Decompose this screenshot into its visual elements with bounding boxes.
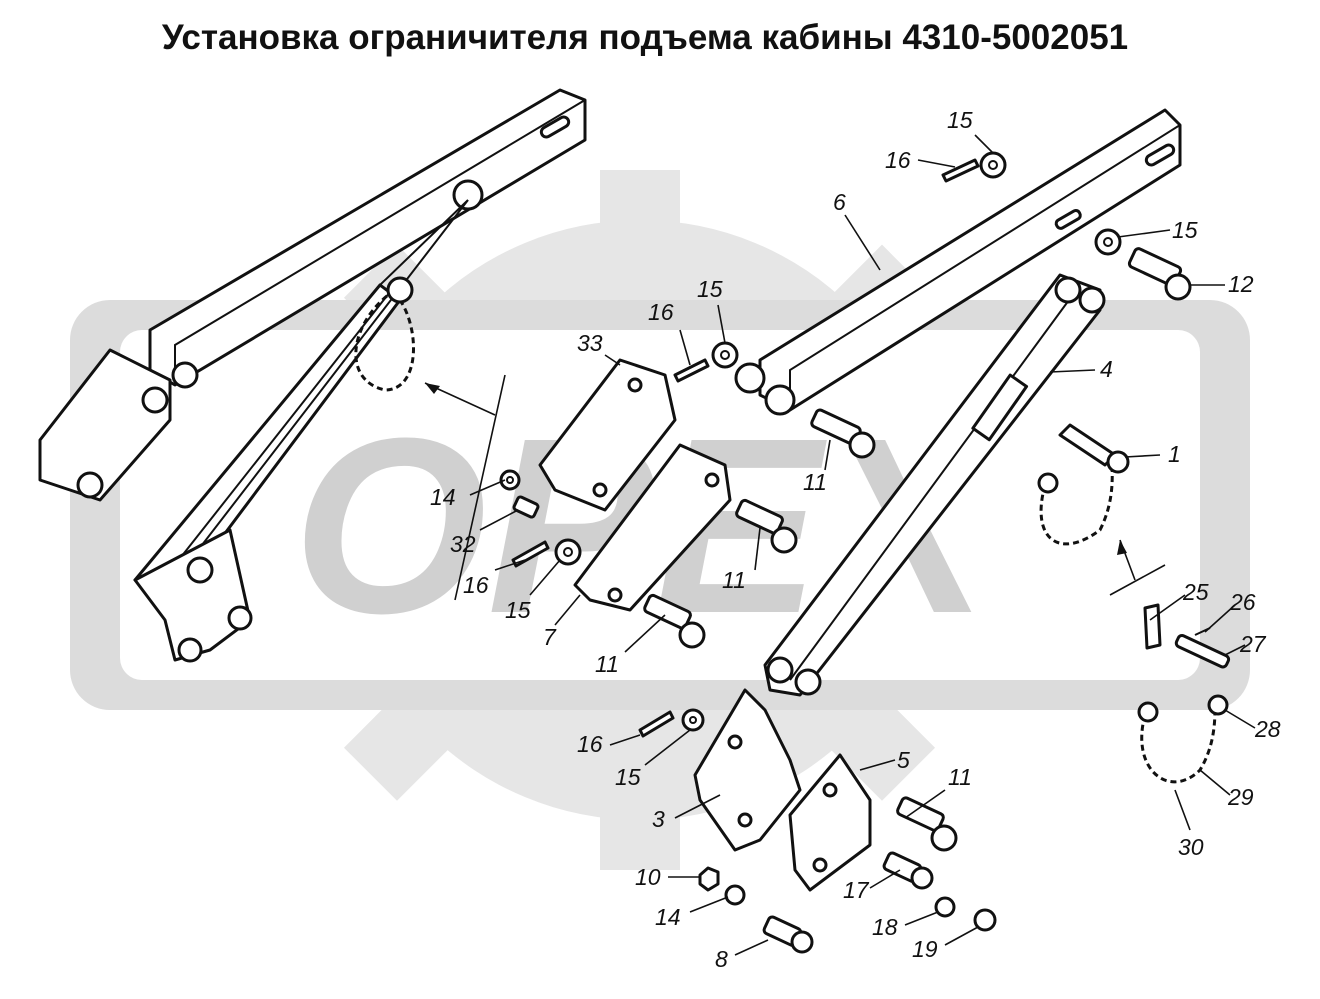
label-8: 8 [715, 946, 728, 972]
label-10: 10 [635, 864, 661, 890]
label-11: 11 [595, 651, 619, 677]
pins-and-bolts [512, 247, 1231, 954]
label-28: 28 [1254, 716, 1281, 742]
label-1: 1 [1168, 441, 1181, 467]
label-16: 16 [577, 731, 603, 757]
label-29: 29 [1227, 784, 1254, 810]
part-7-bracket [573, 443, 732, 612]
label-18: 18 [872, 914, 898, 940]
label-15: 15 [505, 597, 531, 623]
label-6: 6 [833, 189, 846, 215]
label-16: 16 [463, 572, 489, 598]
label-30: 30 [1178, 834, 1204, 860]
label-11: 11 [722, 567, 746, 593]
part-labels: 15 16 15 12 6 4 1 15 16 33 14 32 16 15 7… [430, 107, 1281, 972]
label-17: 17 [843, 877, 870, 903]
part-5-plate [788, 753, 872, 892]
part-4-strut [763, 273, 1106, 697]
label-3: 3 [652, 806, 665, 832]
label-33: 33 [577, 330, 603, 356]
label-14: 14 [430, 484, 456, 510]
label-15: 15 [947, 107, 973, 133]
section-line [454, 374, 506, 601]
label-15: 15 [1172, 217, 1198, 243]
label-12: 12 [1228, 271, 1254, 297]
part-3-plate [693, 688, 802, 852]
label-15: 15 [697, 276, 723, 302]
section-line-right [1109, 564, 1166, 596]
diagram-title: Установка ограничителя подъема кабины 43… [161, 18, 1129, 57]
right-chains [1037, 423, 1229, 784]
washers [499, 151, 1122, 932]
label-11: 11 [948, 764, 972, 790]
label-32: 32 [450, 531, 476, 557]
label-25: 25 [1182, 579, 1209, 605]
part-6-beam [734, 108, 1182, 416]
left-assembly [38, 88, 587, 663]
label-14: 14 [655, 904, 681, 930]
part-33-bracket [538, 358, 677, 512]
label-11: 11 [803, 469, 827, 495]
leader-lines [469, 134, 1256, 956]
label-26: 26 [1229, 589, 1256, 615]
label-27: 27 [1239, 631, 1267, 657]
label-19: 19 [912, 936, 938, 962]
label-16: 16 [885, 147, 911, 173]
label-4: 4 [1100, 356, 1113, 382]
cotter-pins [511, 158, 1211, 738]
label-7: 7 [543, 624, 557, 650]
label-16: 16 [648, 299, 674, 325]
label-5: 5 [897, 747, 910, 773]
label-15: 15 [615, 764, 641, 790]
